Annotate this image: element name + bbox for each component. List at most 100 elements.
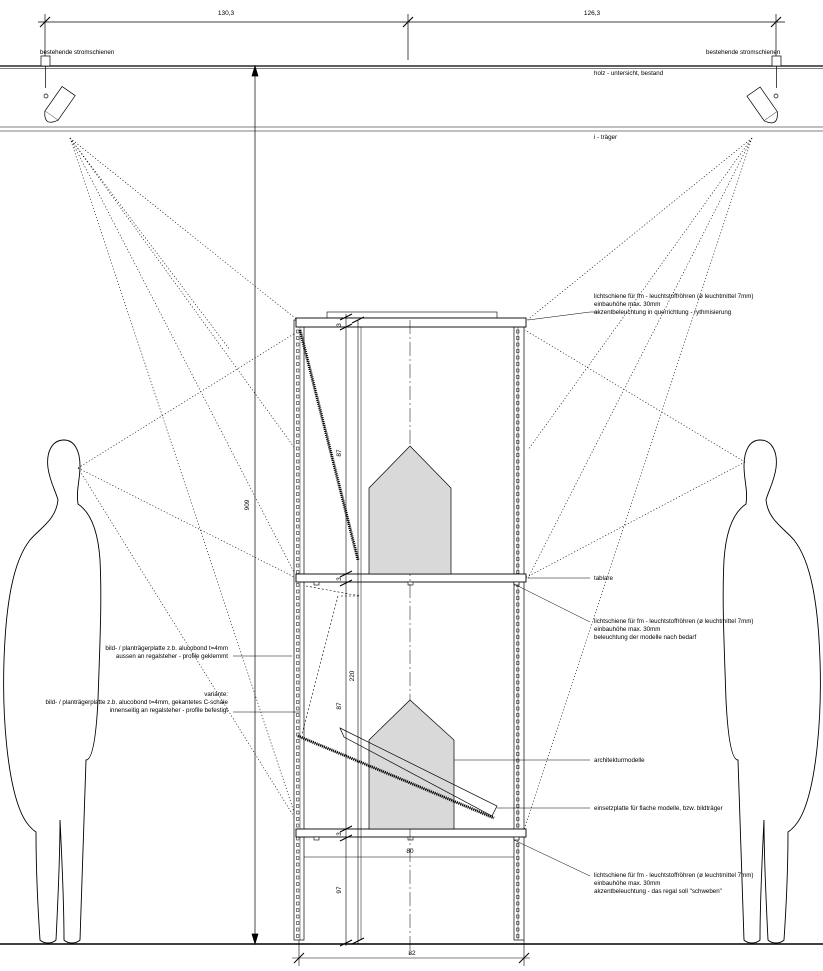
perforation-slot bbox=[296, 700, 300, 704]
perforation-slot bbox=[516, 414, 520, 418]
perforation-slot bbox=[296, 375, 300, 379]
perforation-slot bbox=[296, 856, 300, 860]
perforation-slot bbox=[516, 791, 520, 795]
perforation-slot bbox=[516, 635, 520, 639]
perforation-slot bbox=[516, 459, 520, 464]
perforation-slot bbox=[296, 583, 300, 587]
perforation-slot bbox=[296, 862, 300, 867]
beam-label: i - träger bbox=[594, 134, 617, 141]
perforation-slot bbox=[516, 485, 520, 490]
label-light-bottom: lichtschiene für fm - leuchtstoffröhren … bbox=[594, 872, 753, 895]
perforation-slot bbox=[296, 453, 300, 457]
perforation-slot bbox=[296, 596, 300, 600]
perforation-slot bbox=[516, 433, 520, 438]
perforation-slot bbox=[516, 511, 520, 516]
perforation-slot bbox=[296, 641, 300, 646]
perforation-slot bbox=[516, 771, 520, 776]
perforation-slot bbox=[516, 427, 520, 431]
perforation-slot bbox=[516, 479, 520, 483]
perforation-slot bbox=[296, 427, 300, 431]
perforation-slot bbox=[296, 342, 300, 347]
perforation-slot bbox=[516, 674, 520, 678]
perforation-slot bbox=[516, 882, 520, 886]
perforation-slot bbox=[516, 700, 520, 704]
perforation-slot bbox=[296, 602, 300, 607]
svg-text:variante:: variante: bbox=[204, 691, 228, 698]
perforation-slot bbox=[296, 713, 300, 717]
label-light-top: lichtschiene für fm - leuchtstoffröhren … bbox=[594, 293, 753, 316]
perforation-slot bbox=[516, 758, 520, 763]
perforation-slot bbox=[296, 693, 300, 698]
perforation-slot bbox=[296, 888, 300, 893]
dim-top-right: 126,3 bbox=[584, 10, 601, 17]
svg-text:lichtschiene für fm - leuchtst: lichtschiene für fm - leuchtstoffröhren … bbox=[594, 618, 753, 625]
perforation-slot bbox=[516, 602, 520, 607]
perforation-slot bbox=[516, 641, 520, 646]
perforation-slot bbox=[516, 492, 520, 496]
perforation-slot bbox=[516, 687, 520, 691]
perforation-slot bbox=[296, 544, 300, 548]
perforation-slot bbox=[516, 375, 520, 379]
perforation-slot bbox=[296, 433, 300, 438]
spotlight-left bbox=[40, 55, 76, 123]
perforation-slot bbox=[516, 524, 520, 529]
perforation-slot bbox=[516, 784, 520, 789]
light-rays bbox=[69, 137, 753, 831]
dim-shelf-total: 220 bbox=[349, 670, 356, 681]
perforation-slot bbox=[296, 771, 300, 776]
perforation-slot bbox=[516, 557, 520, 561]
perforation-slot bbox=[516, 732, 520, 737]
i-beam bbox=[0, 126, 823, 132]
perforation-slot bbox=[296, 479, 300, 483]
top-dimension bbox=[38, 14, 785, 60]
perforation-slot bbox=[296, 420, 300, 425]
dim-outer-width: 82 bbox=[408, 950, 416, 957]
architecture-model-upper bbox=[368, 445, 452, 575]
dim-top-left: 130,3 bbox=[218, 10, 235, 17]
perforation-slot bbox=[516, 914, 520, 919]
perforation-slot bbox=[516, 823, 520, 828]
human-silhouette-right bbox=[722, 439, 821, 944]
perforation-slot bbox=[296, 635, 300, 639]
perforation-slot bbox=[516, 849, 520, 854]
perforation-slot bbox=[296, 446, 300, 451]
perforation-slot bbox=[296, 368, 300, 373]
dim-board-top: 3 bbox=[336, 323, 343, 327]
svg-text:einbauhöhe max. 30mm: einbauhöhe max. 30mm bbox=[594, 880, 660, 887]
perforation-slot bbox=[516, 843, 520, 847]
perforation-slot bbox=[296, 505, 300, 509]
rail-label-right: bestehende stromschienen bbox=[706, 49, 781, 56]
dim-inner-width: 80 bbox=[406, 848, 414, 855]
perforation-slot bbox=[296, 485, 300, 490]
perforation-slot bbox=[516, 888, 520, 893]
perforation-slot bbox=[296, 667, 300, 672]
perforation-slot bbox=[296, 472, 300, 477]
perforation-slot bbox=[296, 719, 300, 724]
label-models: architekturmodelle bbox=[594, 757, 645, 764]
perforation-slot bbox=[516, 394, 520, 399]
perforation-slot bbox=[516, 908, 520, 912]
svg-text:innenseitig an regalsteher - p: innenseitig an regalsteher - profile bef… bbox=[110, 707, 229, 714]
perforation-slot bbox=[296, 810, 300, 815]
svg-text:lichtschiene für fm - leuchtst: lichtschiene für fm - leuchtstoffröhren … bbox=[594, 293, 753, 300]
perforation-slot bbox=[516, 739, 520, 743]
perforation-slot bbox=[296, 349, 300, 353]
perforation-slot bbox=[516, 466, 520, 470]
svg-text:akzentbeleuchtung in querricht: akzentbeleuchtung in querrichtung - ryth… bbox=[594, 309, 732, 316]
perforation-slot bbox=[516, 446, 520, 451]
perforation-slot bbox=[296, 609, 300, 613]
svg-text:einbauhöhe max. 30mm: einbauhöhe max. 30mm bbox=[594, 301, 660, 308]
perforation-slot bbox=[296, 362, 300, 366]
perforation-slot bbox=[516, 856, 520, 860]
perforation-slot bbox=[516, 505, 520, 509]
perforation-slot bbox=[296, 524, 300, 529]
perforation-slot bbox=[516, 726, 520, 730]
perforation-slot bbox=[296, 745, 300, 750]
perforation-slot bbox=[516, 550, 520, 555]
dim-shelf-bottom: 97 bbox=[336, 886, 343, 894]
perforation-slot bbox=[516, 810, 520, 815]
perforation-slot bbox=[516, 615, 520, 620]
perforation-slot bbox=[296, 498, 300, 503]
perforation-slot bbox=[516, 797, 520, 802]
perforation-slot bbox=[296, 765, 300, 769]
